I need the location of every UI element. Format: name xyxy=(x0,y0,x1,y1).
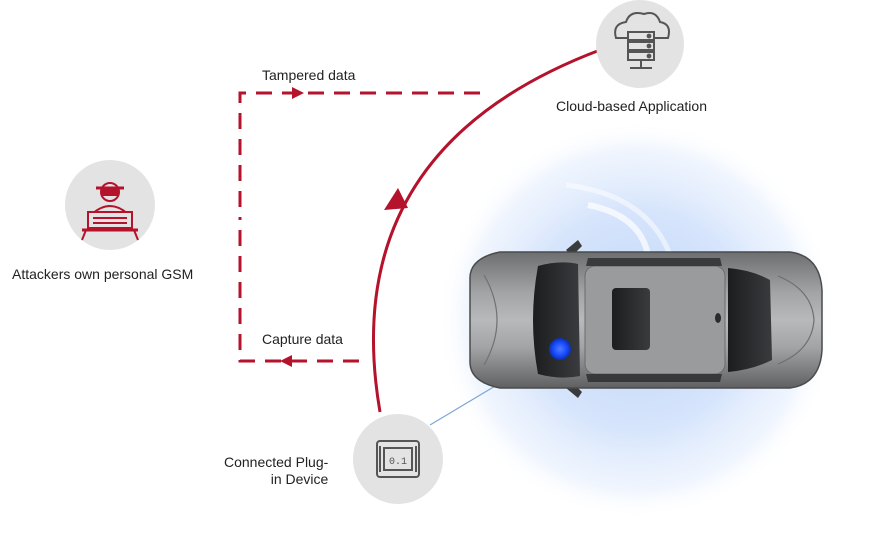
capture-data-path xyxy=(238,230,360,367)
plugin-label-line2: in Device xyxy=(270,471,329,487)
car-icon xyxy=(469,240,823,398)
plugin-label-line1: Connected Plug- xyxy=(224,454,329,470)
tampered-data-path xyxy=(238,87,480,220)
cloud-server-icon xyxy=(614,12,670,69)
uplink-arrowhead xyxy=(384,188,408,210)
attacker-node xyxy=(65,160,155,250)
plugin-device-icon xyxy=(376,440,420,478)
uplink-path xyxy=(372,48,601,413)
attacker-label: Attackers own personal GSM xyxy=(12,266,194,282)
device-screen-text: 0.1 xyxy=(389,457,407,468)
tampered-arrowhead xyxy=(292,87,304,99)
tampered-data-label: Tampered data xyxy=(262,67,356,83)
cloud-node xyxy=(596,0,684,88)
plugin-label: Connected Plug- in Device xyxy=(224,454,328,488)
hacker-icon xyxy=(81,182,139,241)
device-led xyxy=(549,338,571,360)
plugin-node: 0.1 xyxy=(353,414,443,504)
cloud-label: Cloud-based Application xyxy=(556,98,707,114)
capture-data-label: Capture data xyxy=(262,331,343,347)
capture-arrowhead xyxy=(280,355,292,367)
